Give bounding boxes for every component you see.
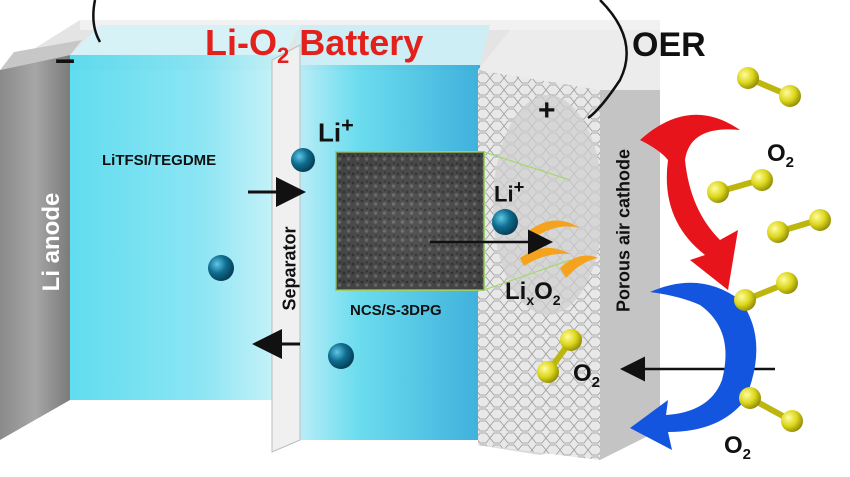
product-label: LixO2 <box>505 278 561 308</box>
negative-wire <box>92 0 102 43</box>
o2-molecule <box>767 209 831 243</box>
oer-label: OER <box>632 26 706 64</box>
diagram-title: Li-O2 Battery <box>205 22 424 69</box>
li-ion <box>492 209 518 235</box>
negative-terminal-label: – <box>55 38 76 79</box>
cathode-label: Porous air cathode <box>613 148 634 313</box>
positive-wire <box>587 0 628 120</box>
product-crescent <box>560 255 598 278</box>
anode-label: Li anode <box>38 192 65 292</box>
o2-molecule <box>734 272 798 311</box>
li-ion-label: Li+ <box>494 176 525 207</box>
oer-arrow <box>640 114 740 290</box>
o2-label: O2 <box>724 432 752 463</box>
o2-molecule <box>707 169 773 203</box>
anode-block <box>0 55 70 440</box>
orr-arrow <box>630 282 757 450</box>
separator-label: Separator <box>279 226 300 311</box>
o2-label: O2 <box>573 360 601 391</box>
electrolyte-left <box>70 55 285 400</box>
o2-molecule <box>537 329 582 383</box>
li-ion <box>328 343 354 369</box>
catalyst-label: NCS/S-3DPG <box>350 302 442 319</box>
electrolyte-label: LiTFSI/TEGDME <box>102 152 217 169</box>
product-crescent <box>530 220 580 238</box>
li-ion-label: Li+ <box>318 112 354 148</box>
o2-label: O2 <box>767 140 795 171</box>
o2-molecule <box>739 387 803 432</box>
o2-molecule <box>737 67 801 107</box>
li-ion <box>208 255 234 281</box>
li-ion <box>291 148 315 172</box>
positive-terminal-label: + <box>538 94 556 127</box>
